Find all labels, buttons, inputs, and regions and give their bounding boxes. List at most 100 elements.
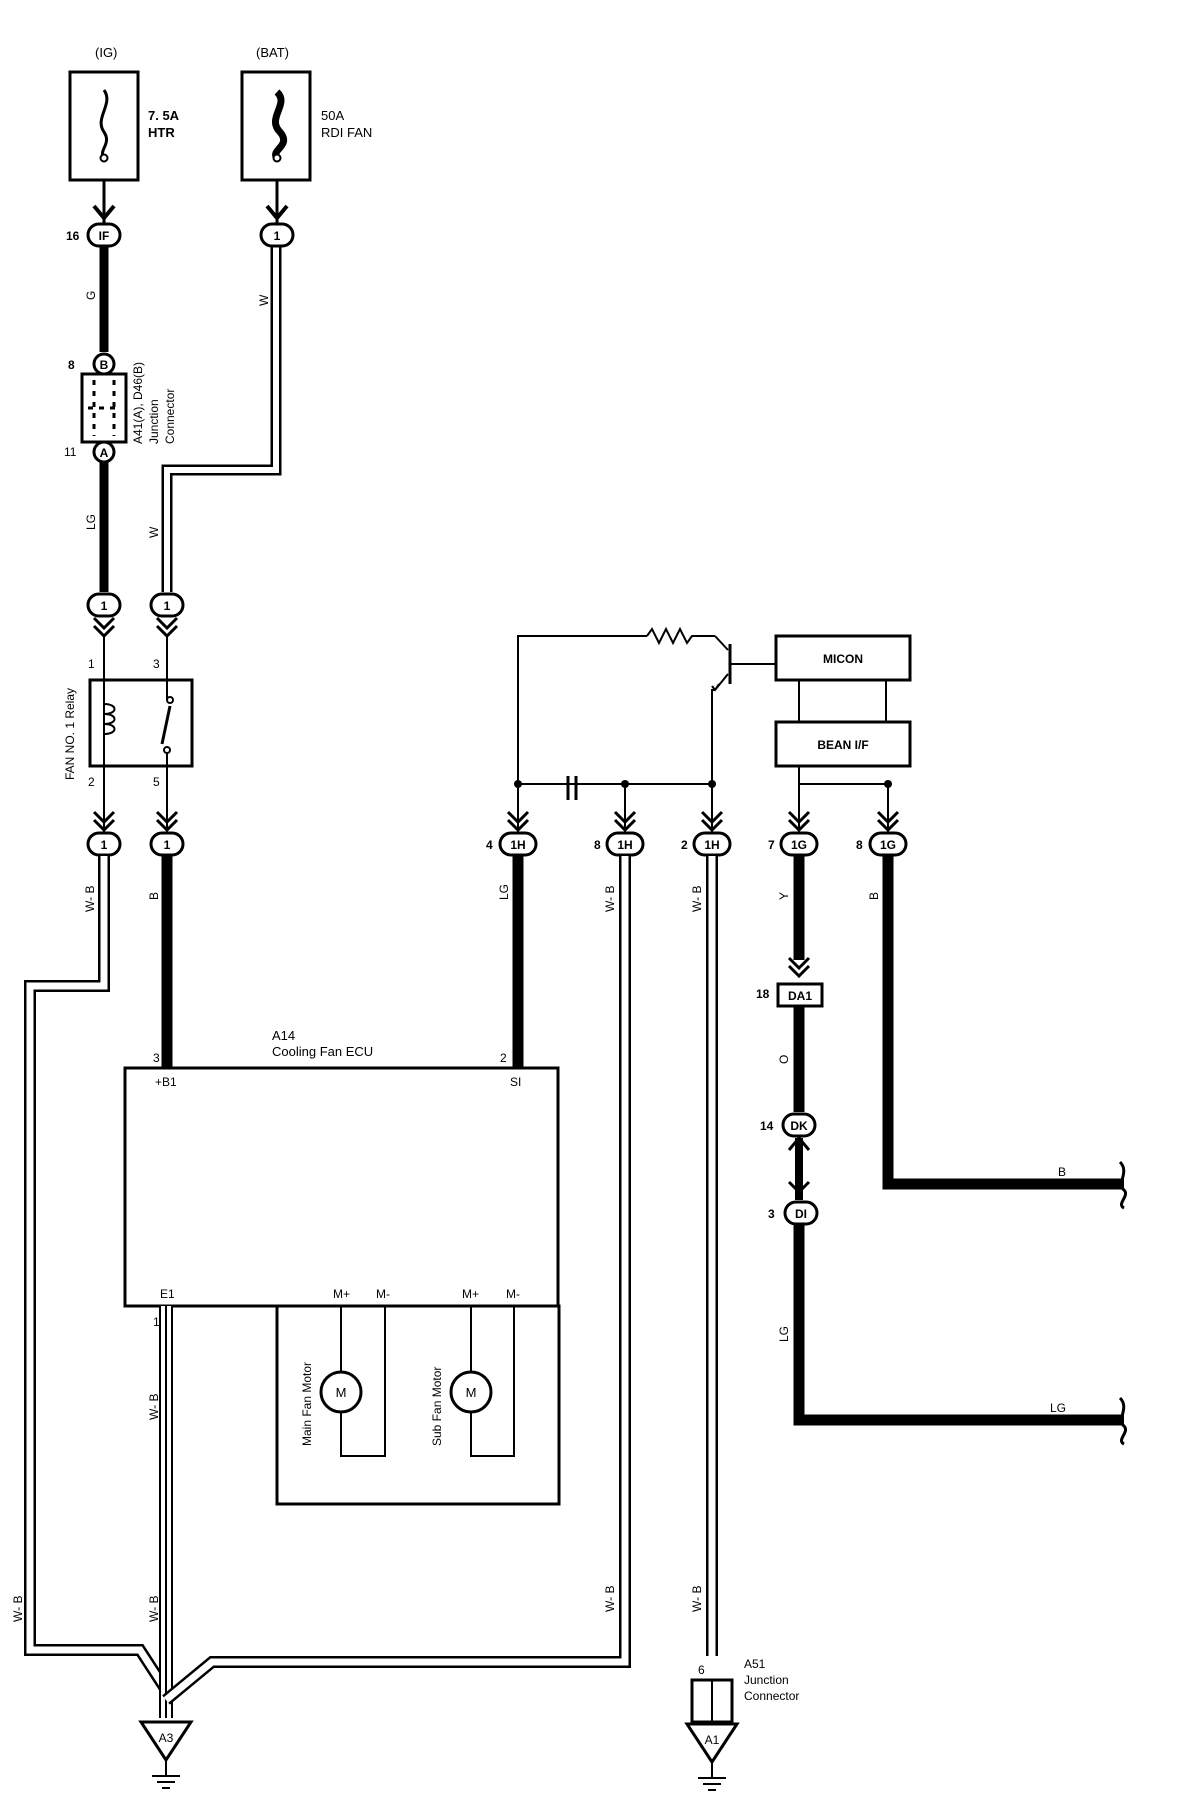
fuse-rdi-supply: (BAT): [256, 45, 289, 60]
jc-bot-pin: 11: [64, 445, 77, 459]
b-continuation-icon: [1118, 1160, 1127, 1210]
relay-pin2: 2: [88, 775, 95, 789]
svg-text:3: 3: [768, 1207, 775, 1221]
connector-1g-y: 7 1G: [768, 831, 819, 857]
ecu-term-si: SI: [510, 1075, 521, 1089]
sub-fan-motor: M Sub Fan Motor: [430, 1306, 515, 1457]
svg-text:1H: 1H: [617, 838, 632, 852]
jc-line1: A41(A), D46(B): [131, 362, 145, 444]
wire-lg-si-label: LG: [497, 884, 511, 900]
wire-b-1g-label: B: [867, 892, 881, 900]
jc-bot-code: A: [100, 446, 109, 460]
a51-line3: Connector: [744, 1689, 799, 1703]
connector-1h-wb2: 2 1H: [681, 831, 732, 857]
fuse-htr-icon: [99, 89, 109, 159]
svg-text:DI: DI: [795, 1207, 807, 1221]
fuse-rdi-rating: 50A: [321, 108, 344, 123]
svg-text:1H: 1H: [510, 838, 525, 852]
sub-fan-motor-label: Sub Fan Motor: [430, 1367, 444, 1446]
ecu-code: A14: [272, 1028, 295, 1043]
wire-b-out-label: B: [1058, 1165, 1066, 1179]
svg-text:DK: DK: [790, 1119, 808, 1133]
ground-a3-label: A3: [159, 1731, 174, 1745]
wire-lg-di: [793, 1224, 1124, 1426]
ecu-sub-mminus: M-: [506, 1287, 520, 1301]
svg-text:1: 1: [101, 838, 108, 852]
wire-b-ecu-label: B: [147, 892, 161, 900]
wire-b-1g: [882, 856, 1124, 1190]
connector-rdi-1: 1: [259, 222, 295, 248]
relay-pin5: 5: [153, 775, 160, 789]
bean-if-label: BEAN I/F: [817, 738, 868, 752]
connector-relay-out-right: 1: [149, 831, 185, 857]
wire-wb-1h8-low-label: W- B: [603, 1586, 617, 1612]
svg-text:2: 2: [681, 838, 688, 852]
resistor-icon: [646, 626, 715, 646]
ecu-name: Cooling Fan ECU: [272, 1044, 373, 1059]
fuse-htr-name: HTR: [148, 125, 175, 140]
svg-text:8: 8: [856, 838, 863, 852]
connector-relay-out-left: 1: [86, 831, 122, 857]
micon-circuit: [514, 626, 776, 838]
main-fan-motor-label: Main Fan Motor: [300, 1362, 314, 1446]
svg-text:M: M: [466, 1385, 477, 1400]
wire-y-label: Y: [777, 892, 791, 900]
connector-if-code: IF: [99, 229, 110, 243]
ground-a3-icon: [138, 1720, 194, 1763]
ecu-main-mplus: M+: [333, 1287, 350, 1301]
fuse-htr-rating: 7. 5A: [148, 108, 180, 123]
relay-pin1: 1: [88, 657, 95, 671]
jc-top-code: B: [100, 358, 109, 372]
ground-a3: A3: [138, 1720, 194, 1789]
relay-name: FAN NO. 1 Relay: [63, 688, 77, 780]
fuse-htr: (IG) 7. 5A HTR: [68, 45, 180, 182]
fan-no1-relay: FAN NO. 1 Relay 1 3 2 5: [63, 657, 194, 789]
ecu-sub-mplus: M+: [462, 1287, 479, 1301]
fuse-rdi-icon: [271, 89, 288, 161]
cooling-fan-ecu: A14 Cooling Fan ECU 3 2 +B1 SI E1 M+ M- …: [123, 1028, 560, 1308]
ground-a1: A1: [684, 1722, 740, 1791]
svg-text:M: M: [336, 1385, 347, 1400]
svg-text:1: 1: [164, 838, 171, 852]
lg-continuation-icon: [1118, 1396, 1127, 1446]
fuse-htr-supply: (IG): [95, 45, 117, 60]
ecu-term-e1: E1: [160, 1287, 175, 1301]
ecu-pin-b1: 3: [153, 1051, 160, 1065]
wire-wb-1h8-label: W- B: [603, 886, 617, 912]
micon-label: MICON: [823, 652, 863, 666]
connector-1h-si: 4 1H: [486, 831, 538, 857]
connector-relay-in-right: 1: [149, 592, 185, 618]
wire-wb-1h2-low-label: W- B: [690, 1586, 704, 1612]
junction-connector-a41-d46: 8 B 11 A A41(A), D46(B) Junction Connect…: [64, 352, 177, 464]
ecu-main-mminus: M-: [376, 1287, 390, 1301]
jc-line2: Junction: [147, 399, 161, 444]
fuse-rdi-name: RDI FAN: [321, 125, 372, 140]
svg-text:14: 14: [760, 1119, 774, 1133]
bean-if-box: BEAN I/F: [774, 720, 912, 768]
motor-housing: [275, 1304, 561, 1506]
connector-relay-in-left: 1: [86, 592, 122, 618]
jc-line3: Connector: [163, 389, 177, 444]
fuse-rdi-fan: (BAT) 50A RDI FAN: [240, 45, 372, 182]
relay-pin3: 3: [153, 657, 160, 671]
relay-coil-icon: [103, 703, 116, 735]
a51-line2: Junction: [744, 1673, 789, 1687]
svg-text:1: 1: [164, 599, 171, 613]
wire-w-label: W: [257, 294, 271, 306]
wire-lg-out-label: LG: [1050, 1401, 1066, 1415]
wire-wb-e1-label: W- B: [147, 1394, 161, 1420]
svg-text:18: 18: [756, 987, 770, 1001]
main-fan-motor: M Main Fan Motor: [300, 1306, 386, 1457]
ground-a1-label: A1: [705, 1733, 720, 1747]
ecu-pin-si: 2: [500, 1051, 507, 1065]
connector-di: 3 DI: [768, 1200, 819, 1226]
relay-switch-icon: [160, 705, 172, 745]
connector-1h-wb1: 8 1H: [594, 831, 645, 857]
svg-text:1G: 1G: [791, 838, 807, 852]
a51-code: A51: [744, 1657, 766, 1671]
svg-text:1G: 1G: [880, 838, 896, 852]
svg-text:7: 7: [768, 838, 775, 852]
wire-wb-e1-low-label: W- B: [147, 1596, 161, 1622]
wire-wb-relay-label: W- B: [83, 886, 97, 912]
